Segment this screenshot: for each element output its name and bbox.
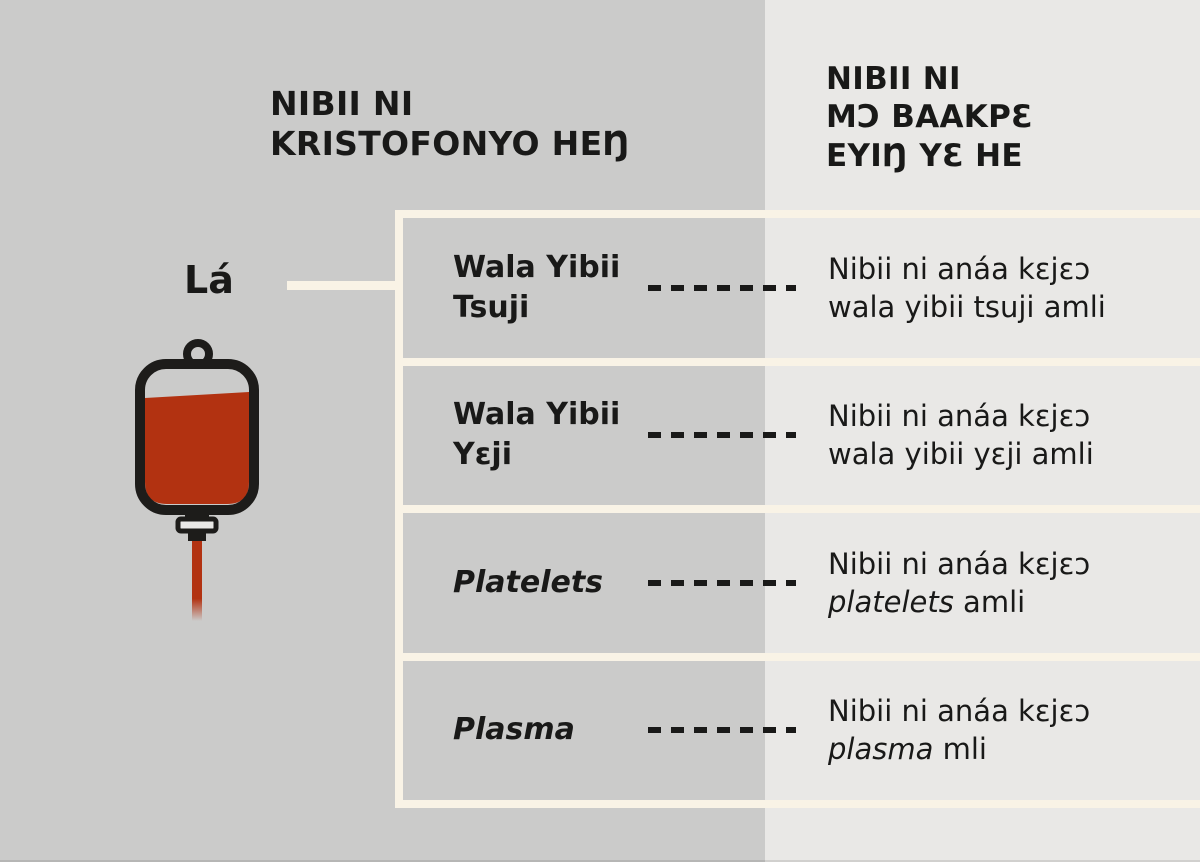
component-label-line: Wala Yibii — [453, 397, 621, 433]
component-label-line: Yɛji — [453, 437, 512, 473]
bottom-edge-shade — [0, 860, 1200, 862]
right-header-line: MƆ BAAKPƐ — [826, 99, 1034, 136]
component-label-line: Platelets — [453, 564, 604, 600]
right-column-header: NIBII NI MƆ BAAKPƐ EYIŊ YƐ HE — [826, 60, 1033, 175]
component-description-line: Nibii ni anáa kɛjɛɔ — [828, 694, 1091, 729]
dashed-connector-line — [648, 432, 796, 439]
left-header-line: KRISTOFONYO HEŊ — [270, 124, 631, 164]
component-label: Plasma — [403, 710, 648, 750]
right-header-line: NIBII NI — [826, 61, 961, 97]
component-description-line: platelets amli — [828, 584, 1026, 619]
blood-bag-icon — [135, 339, 259, 621]
component-description-line: wala yibii yɛji amli — [828, 437, 1094, 472]
component-description-line: Nibii ni anáa kɛjɛɔ — [828, 399, 1091, 434]
component-label-line: Plasma — [453, 712, 575, 748]
component-description-line: Nibii ni anáa kɛjɛɔ — [828, 251, 1091, 286]
dashed-connector-line — [648, 727, 796, 734]
component-label: Platelets — [403, 563, 648, 603]
left-header-line: NIBII NI — [270, 84, 414, 123]
component-label-line: Wala Yibii — [453, 249, 621, 285]
connector-line — [287, 281, 403, 290]
component-description-line: Nibii ni anáa kɛjɛɔ — [828, 546, 1091, 581]
blood-source-label: Lá — [184, 258, 234, 302]
dashed-connector-line — [648, 284, 796, 291]
dashed-connector-line — [648, 579, 796, 586]
left-column-header: NIBII NI KRISTOFONYO HEŊ — [270, 84, 630, 165]
component-description-line: plasma mli — [828, 732, 987, 767]
component-description-line: wala yibii tsuji amli — [828, 289, 1106, 324]
component-label-line: Tsuji — [453, 289, 530, 325]
right-header-line: EYIŊ YƐ HE — [826, 137, 1023, 174]
